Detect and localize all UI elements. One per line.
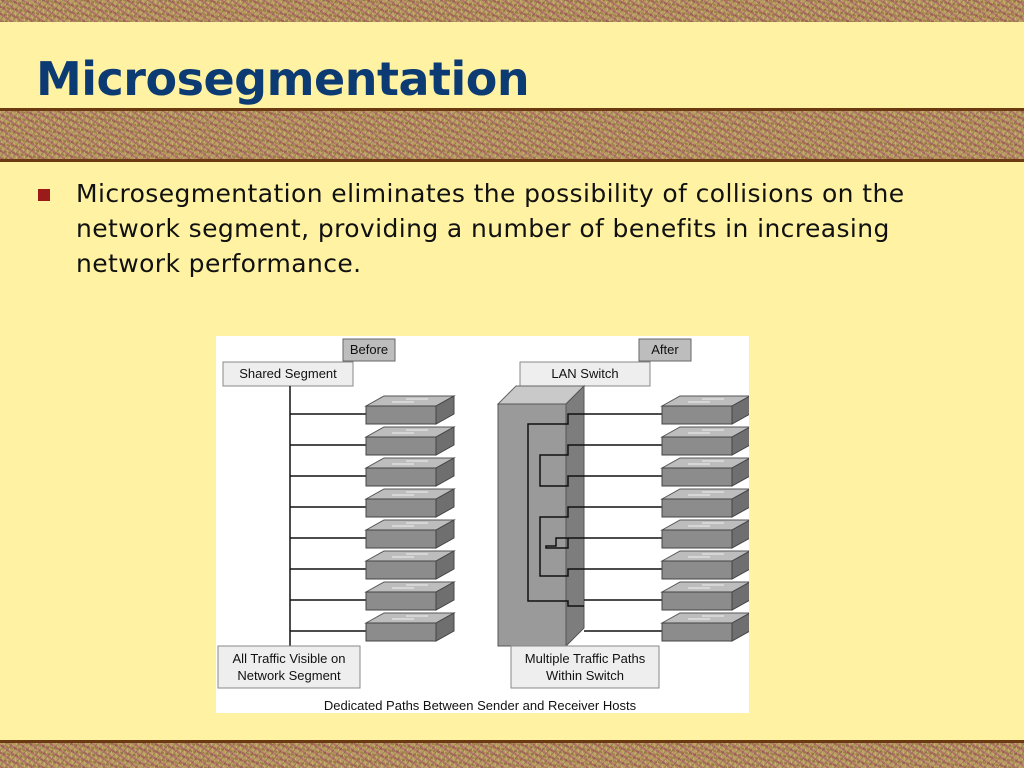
switch-internal-paths bbox=[527, 413, 584, 607]
right-host-7 bbox=[660, 581, 749, 611]
diagram-svg: Before Shared Segment After LAN Switch A… bbox=[217, 338, 749, 713]
lan-switch-label: LAN Switch bbox=[551, 366, 618, 381]
after-label-box bbox=[638, 338, 692, 362]
right-host-1 bbox=[660, 395, 749, 425]
lan-switch-label-box bbox=[519, 361, 651, 387]
bullet-item: Microsegmentation eliminates the possibi… bbox=[38, 176, 998, 281]
right-caption-line1: Multiple Traffic Paths bbox=[525, 651, 646, 666]
left-host-5 bbox=[364, 519, 456, 549]
left-host-stack bbox=[364, 395, 456, 642]
shared-segment-drops bbox=[290, 413, 366, 632]
shared-segment-label: Shared Segment bbox=[239, 366, 337, 381]
before-label: Before bbox=[350, 342, 388, 357]
right-host-4 bbox=[660, 488, 749, 518]
decorative-bottom-band bbox=[0, 740, 1024, 768]
switch-path-4 bbox=[545, 537, 584, 549]
left-caption-box bbox=[217, 645, 361, 689]
after-label: After bbox=[651, 342, 679, 357]
right-host-6 bbox=[660, 550, 749, 580]
switch-host-links bbox=[584, 413, 662, 632]
left-host-8 bbox=[364, 612, 456, 642]
square-bullet-icon bbox=[38, 189, 50, 201]
shared-segment-label-box bbox=[222, 361, 354, 387]
right-host-3 bbox=[660, 457, 749, 487]
right-caption-line2: Within Switch bbox=[546, 668, 624, 683]
left-caption-line1: All Traffic Visible on bbox=[233, 651, 346, 666]
left-host-2 bbox=[364, 426, 456, 456]
bottom-caption: Dedicated Paths Between Sender and Recei… bbox=[324, 698, 637, 713]
right-host-5 bbox=[660, 519, 749, 549]
right-host-2 bbox=[660, 426, 749, 456]
left-host-1 bbox=[364, 395, 456, 425]
left-caption-line2: Network Segment bbox=[237, 668, 341, 683]
left-host-3 bbox=[364, 457, 456, 487]
decorative-middle-band bbox=[0, 108, 1024, 162]
title-area: Microsegmentation bbox=[0, 22, 1024, 108]
microsegmentation-diagram: Before Shared Segment After LAN Switch A… bbox=[216, 336, 749, 713]
slide-title: Microsegmentation bbox=[36, 52, 530, 106]
left-host-7 bbox=[364, 581, 456, 611]
decorative-top-band bbox=[0, 0, 1024, 22]
switch-path-3 bbox=[539, 506, 584, 577]
right-caption-box bbox=[510, 645, 660, 689]
bullet-text: Microsegmentation eliminates the possibi… bbox=[76, 179, 905, 278]
switch-front-face bbox=[497, 403, 567, 647]
right-host-8 bbox=[660, 612, 749, 642]
left-host-6 bbox=[364, 550, 456, 580]
before-label-box bbox=[342, 338, 396, 362]
left-host-4 bbox=[364, 488, 456, 518]
switch-path-1 bbox=[527, 413, 584, 607]
right-host-stack bbox=[660, 395, 749, 642]
switch-path-2 bbox=[539, 444, 584, 487]
